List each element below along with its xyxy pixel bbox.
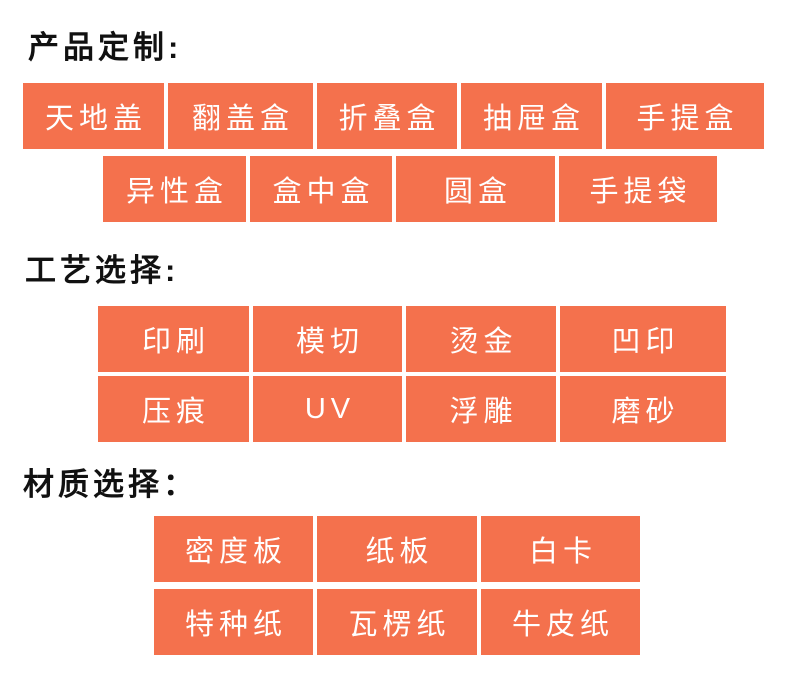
custom-options-panel: 产品定制: 天地盖 翻盖盒 折叠盒 抽屉盒 手提盒 异性盒 盒中盒 圆盒 手提袋… (0, 30, 790, 655)
material-option-paperboard[interactable]: 纸板 (317, 516, 477, 582)
section-title-material-selection: 材质选择： (23, 467, 198, 502)
section-process-selection: 工艺选择: 印刷 模切 烫金 凹印 压痕 UV 浮雕 磨砂 (0, 253, 790, 442)
product-option-folding-box[interactable]: 折叠盒 (317, 83, 457, 149)
material-option-kraft-paper[interactable]: 牛皮纸 (481, 589, 640, 655)
material-option-corrugated-paper[interactable]: 瓦楞纸 (317, 589, 477, 655)
product-option-round-box[interactable]: 圆盒 (396, 156, 555, 222)
process-button-row-2: 压痕 UV 浮雕 磨砂 (98, 376, 790, 442)
material-button-row-1: 密度板 纸板 白卡 (154, 516, 790, 582)
product-option-drawer-box[interactable]: 抽屉盒 (461, 83, 602, 149)
process-option-creasing[interactable]: 压痕 (98, 376, 249, 442)
section-product-customization: 产品定制: 天地盖 翻盖盒 折叠盒 抽屉盒 手提盒 异性盒 盒中盒 圆盒 手提袋 (0, 30, 790, 222)
section-title-product-customization: 产品定制: (28, 30, 183, 65)
process-option-frosted[interactable]: 磨砂 (560, 376, 726, 442)
product-option-flip-lid-box[interactable]: 翻盖盒 (168, 83, 313, 149)
process-option-intaglio-printing[interactable]: 凹印 (560, 306, 726, 372)
process-option-uv[interactable]: UV (253, 376, 402, 442)
material-button-row-2: 特种纸 瓦楞纸 牛皮纸 (154, 589, 790, 655)
section-material-selection: 材质选择： 密度板 纸板 白卡 特种纸 瓦楞纸 牛皮纸 (0, 467, 790, 655)
material-option-white-card[interactable]: 白卡 (481, 516, 640, 582)
product-option-portable-box[interactable]: 手提盒 (606, 83, 764, 149)
process-option-die-cutting[interactable]: 模切 (253, 306, 402, 372)
material-option-density-board[interactable]: 密度板 (154, 516, 313, 582)
product-button-row-1: 天地盖 翻盖盒 折叠盒 抽屉盒 手提盒 (23, 83, 790, 149)
product-option-box-in-box[interactable]: 盒中盒 (250, 156, 392, 222)
process-button-row-1: 印刷 模切 烫金 凹印 (98, 306, 790, 372)
product-option-special-shaped-box[interactable]: 异性盒 (103, 156, 246, 222)
section-title-process-selection: 工艺选择: (25, 253, 180, 288)
product-button-row-2: 异性盒 盒中盒 圆盒 手提袋 (103, 156, 790, 222)
material-option-specialty-paper[interactable]: 特种纸 (154, 589, 313, 655)
process-option-hot-stamping[interactable]: 烫金 (406, 306, 556, 372)
process-option-embossing[interactable]: 浮雕 (406, 376, 556, 442)
product-option-tote-bag[interactable]: 手提袋 (559, 156, 717, 222)
process-option-printing[interactable]: 印刷 (98, 306, 249, 372)
product-option-top-bottom-lid-box[interactable]: 天地盖 (23, 83, 164, 149)
